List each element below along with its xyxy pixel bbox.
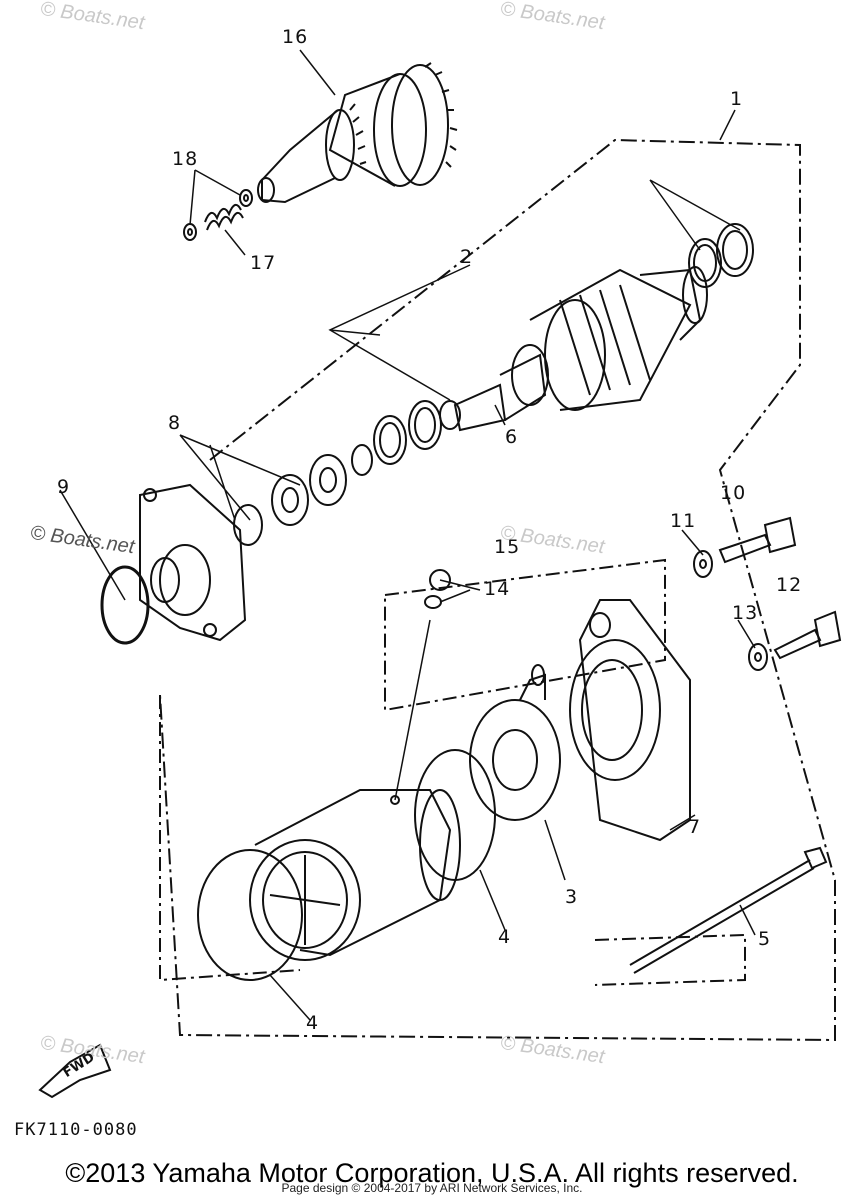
drive-gear-assembly [257, 62, 458, 204]
spring-and-washers [183, 189, 253, 241]
o-ring [100, 565, 150, 645]
gasket-front [414, 749, 496, 881]
yoke-housing [249, 789, 461, 961]
bolt-boundary [594, 933, 746, 986]
page-design-credit: Page design © 2004-2017 by ARI Network S… [281, 1181, 583, 1195]
brush-group-boundary [384, 558, 666, 712]
bolts [693, 516, 842, 671]
callout-1[interactable]: 1 [730, 88, 744, 110]
gasket-rear [197, 849, 303, 981]
callout-12[interactable]: 12 [776, 574, 803, 596]
through-bolt [629, 846, 828, 974]
copyright: ©2013 Yamaha Motor Corporation, U.S.A. A… [65, 1158, 799, 1188]
armature-washers [233, 223, 754, 546]
leader-lines [59, 49, 756, 1021]
nut-and-washer [424, 569, 451, 609]
callout-2[interactable]: 2 [460, 246, 474, 268]
callout-17[interactable]: 17 [250, 252, 277, 274]
callout-18[interactable]: 18 [172, 148, 199, 170]
callout-8[interactable]: 8 [168, 412, 182, 434]
callout-6[interactable]: 6 [505, 426, 519, 448]
callout-13[interactable]: 13 [732, 602, 759, 624]
callout-15[interactable]: 15 [494, 536, 521, 558]
callout-4-rear[interactable]: 4 [306, 1012, 320, 1034]
callout-4-front[interactable]: 4 [498, 926, 512, 948]
callout-11[interactable]: 11 [670, 510, 697, 532]
callout-16[interactable]: 16 [282, 26, 309, 48]
callout-14[interactable]: 14 [484, 578, 511, 600]
rear-cover [569, 599, 691, 842]
callout-5[interactable]: 5 [758, 928, 772, 950]
front-cover [139, 483, 247, 642]
fwd-arrow [38, 1043, 112, 1099]
callout-7[interactable]: 7 [688, 816, 702, 838]
armature [439, 266, 708, 432]
diagram-code: FK7110-0080 [14, 1120, 138, 1140]
callout-9[interactable]: 9 [57, 476, 71, 498]
assembly-boundary [159, 138, 836, 1042]
brush-holder [469, 664, 561, 821]
callout-3[interactable]: 3 [565, 886, 579, 908]
callout-10[interactable]: 10 [720, 482, 747, 504]
